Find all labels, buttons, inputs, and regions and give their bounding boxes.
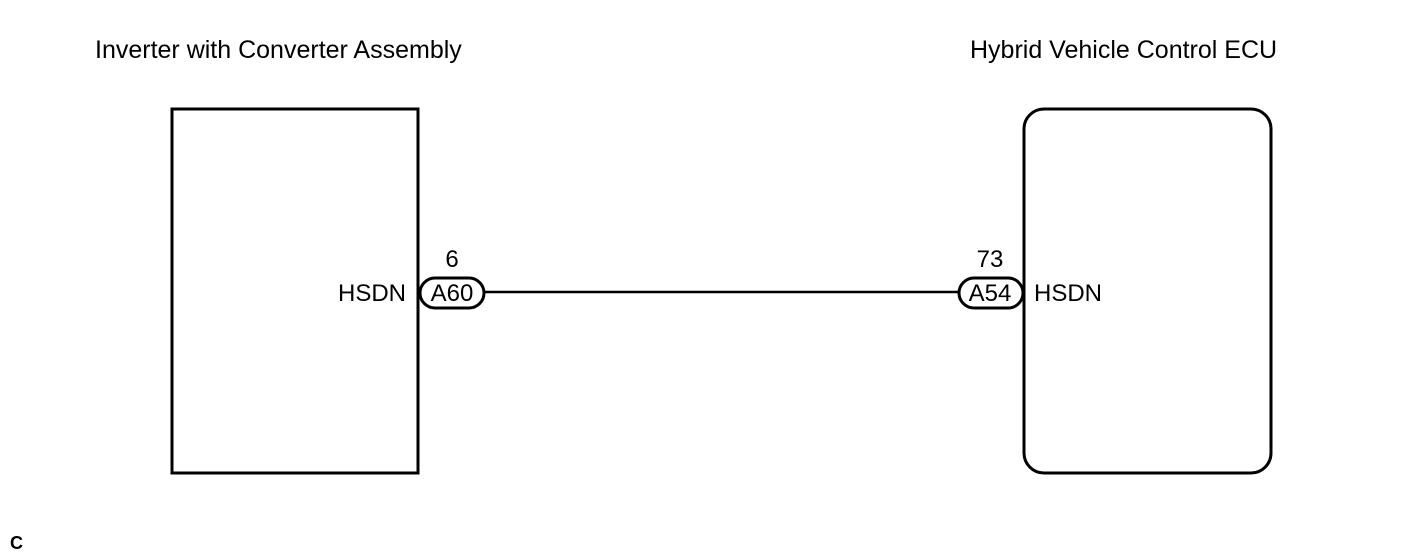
connector-a54 [957,276,1025,310]
right-pin-number: 73 [977,246,1004,273]
footer-code: C [10,533,23,553]
left-component-box [170,107,420,475]
connector-a54-label: A54 [969,280,1012,307]
right-pin-label: HSDN [1034,280,1102,307]
right-component-title: Hybrid Vehicle Control ECU [970,36,1277,64]
connector-a60-label: A60 [431,280,474,307]
left-pin-number: 6 [445,246,458,273]
left-component-title: Inverter with Converter Assembly [95,36,462,64]
connector-a60 [418,276,486,310]
left-pin-label: HSDN [338,280,406,307]
